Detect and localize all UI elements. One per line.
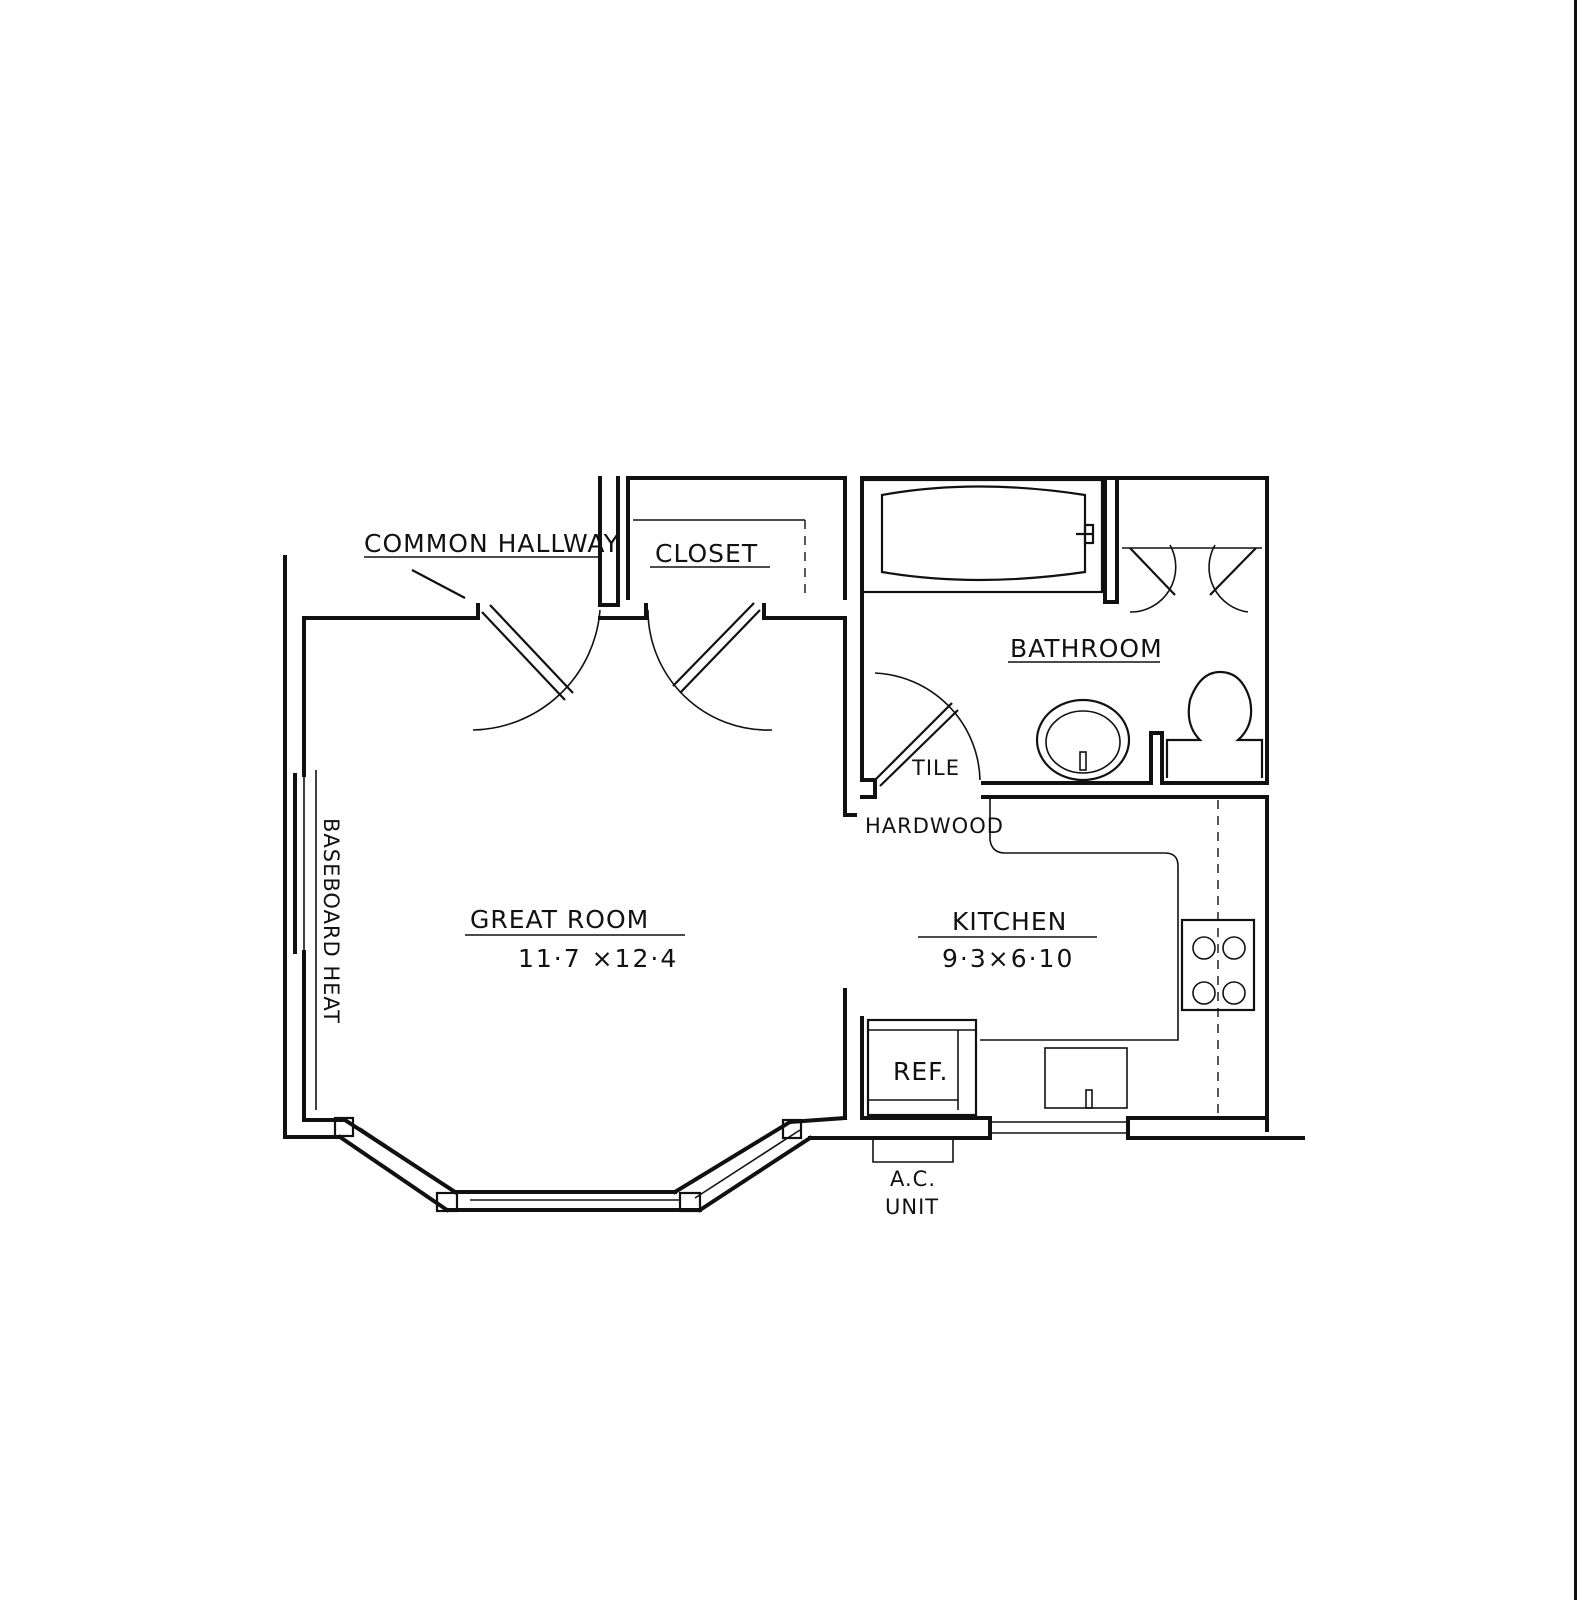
kitchen-counter [980,797,1219,1118]
ac-label-line2: UNIT [885,1195,939,1219]
page-edge [1574,0,1577,1600]
kitchen-label: KITCHEN [952,907,1067,936]
bathtub [860,478,1104,594]
kitchen-sink [1044,1047,1128,1109]
bathroom-label: BATHROOM [1010,634,1163,663]
sink [1035,698,1131,782]
entry-door [472,604,601,731]
bay-window [333,1115,864,1213]
ac-unit [872,1140,954,1163]
great-room-label: GREAT ROOM [470,905,649,934]
closet-label: CLOSET [655,539,758,568]
hardwood-label: HARDWOOD [865,814,1004,838]
closet-door [647,602,773,731]
hallway-pointer [411,569,466,599]
toilet [1165,670,1264,778]
left-window [293,770,317,1110]
stove [1180,918,1256,1012]
kitchen-window [990,1121,1128,1134]
ref-label: REF. [893,1057,948,1086]
baseboard-heat-label: BASEBOARD HEAT [319,818,343,1024]
bathroom-door [860,672,981,799]
tile-label: TILE [911,756,960,780]
refrigerator [866,1018,978,1117]
room-labels: COMMON HALLWAY CLOSET BATHROOM TILE HARD… [319,529,1163,1219]
common-hallway-label: COMMON HALLWAY [364,529,620,558]
great-room-dimensions: 11·7 ×12·4 [518,944,678,973]
linen-closet-doors [1122,544,1262,613]
exterior-walls [283,476,1305,1140]
kitchen-dimensions: 9·3×6·10 [942,944,1074,973]
ac-label-line1: A.C. [890,1167,936,1191]
closet-shelf [633,519,806,598]
